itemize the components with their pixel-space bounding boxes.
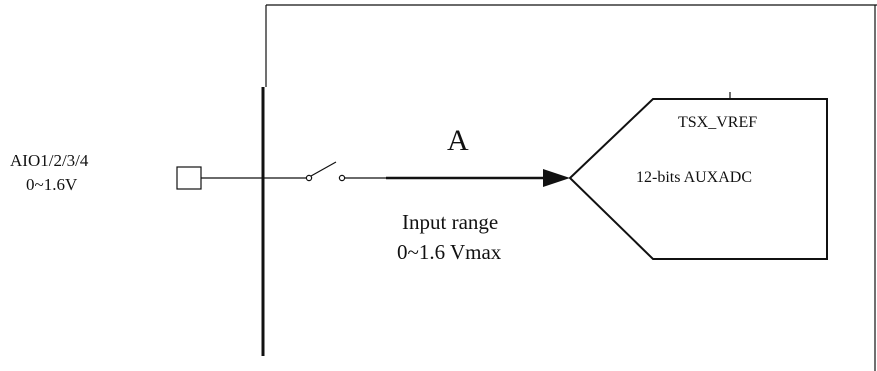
pin-name-label: AIO1/2/3/4	[10, 151, 89, 170]
input-range-label: Input range	[402, 210, 499, 234]
pin-range-label: 0~1.6V	[26, 175, 78, 194]
node-label: A	[447, 124, 469, 157]
adc-name-label: 12-bits AUXADC	[636, 169, 753, 186]
switch-left-contact	[305, 174, 313, 182]
signal-arrow-head	[543, 169, 570, 187]
adc-block	[568, 98, 828, 260]
pin-pad-square	[176, 166, 202, 190]
input-range-value: 0~1.6 Vmax	[397, 240, 502, 264]
adc-reference-label: TSX_VREF	[678, 114, 758, 131]
switch-right-contact	[338, 174, 346, 182]
switch-blade	[310, 161, 337, 177]
